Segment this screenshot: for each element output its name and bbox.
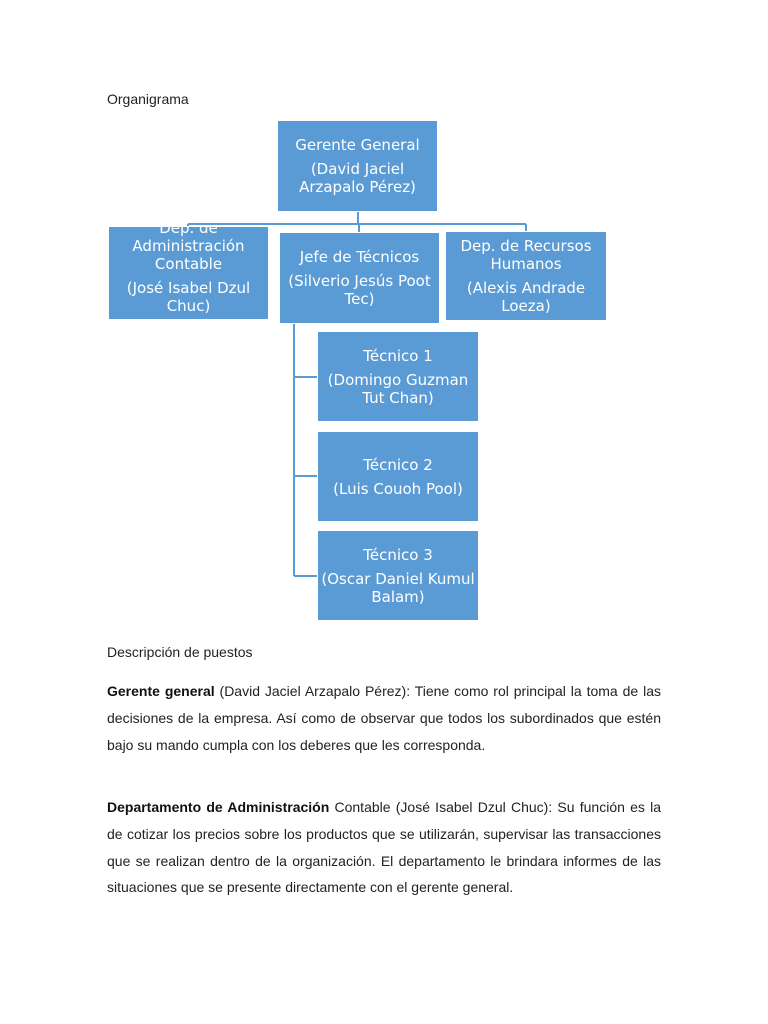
description-term: Gerente general bbox=[107, 683, 215, 699]
org-box-person: (Luis Couoh Pool) bbox=[333, 479, 463, 498]
org-box-title: Gerente General bbox=[295, 136, 420, 154]
description-paragraph-administracion: Departamento de Administración Contable … bbox=[107, 794, 661, 901]
description-text: Contable (José Isabel Dzul Chuc): Su fun… bbox=[107, 799, 661, 896]
org-box-title: Dep. de Administración Contable bbox=[132, 226, 245, 273]
org-box-recursos-humanos: Dep. de Recursos Humanos (Alexis Andrade… bbox=[445, 231, 607, 321]
description-paragraph-gerente: Gerente general (David Jaciel Arzapalo P… bbox=[107, 678, 661, 758]
org-box-tecnico-1: Técnico 1 (Domingo Guzman Tut Chan) bbox=[317, 331, 479, 422]
org-box-title: Técnico 1 bbox=[363, 346, 433, 365]
org-box-gerente-general: Gerente General (David Jaciel Arzapalo P… bbox=[277, 120, 438, 212]
org-box-title: Jefe de Técnicos bbox=[299, 248, 420, 266]
org-box-person: (Silverio Jesús Poot Tec) bbox=[288, 272, 431, 308]
description-term: Departamento de Administración bbox=[107, 799, 330, 815]
org-box-title: Dep. de Recursos Humanos bbox=[460, 237, 592, 273]
org-box-title: Técnico 3 bbox=[363, 545, 433, 564]
org-box-person: (David Jaciel Arzapalo Pérez) bbox=[299, 160, 416, 196]
description-text: (David Jaciel Arzapalo Pérez): Tiene com… bbox=[107, 683, 661, 753]
org-box-person: (Oscar Daniel Kumul Balam) bbox=[321, 569, 475, 606]
org-box-tecnico-2: Técnico 2 (Luis Couoh Pool) bbox=[317, 431, 479, 522]
org-chart-heading: Organigrama bbox=[107, 91, 189, 107]
org-box-person: (José Isabel Dzul Chuc) bbox=[126, 279, 251, 315]
org-box-person: (Domingo Guzman Tut Chan) bbox=[327, 370, 469, 407]
org-box-title: Técnico 2 bbox=[363, 455, 433, 474]
org-box-administracion: Dep. de Administración Contable (José Is… bbox=[108, 226, 269, 320]
org-box-tecnico-3: Técnico 3 (Oscar Daniel Kumul Balam) bbox=[317, 530, 479, 621]
org-box-person: (Alexis Andrade Loeza) bbox=[466, 279, 586, 315]
org-box-jefe-tecnicos: Jefe de Técnicos (Silverio Jesús Poot Te… bbox=[279, 232, 440, 324]
job-description-heading: Descripción de puestos bbox=[107, 644, 253, 660]
